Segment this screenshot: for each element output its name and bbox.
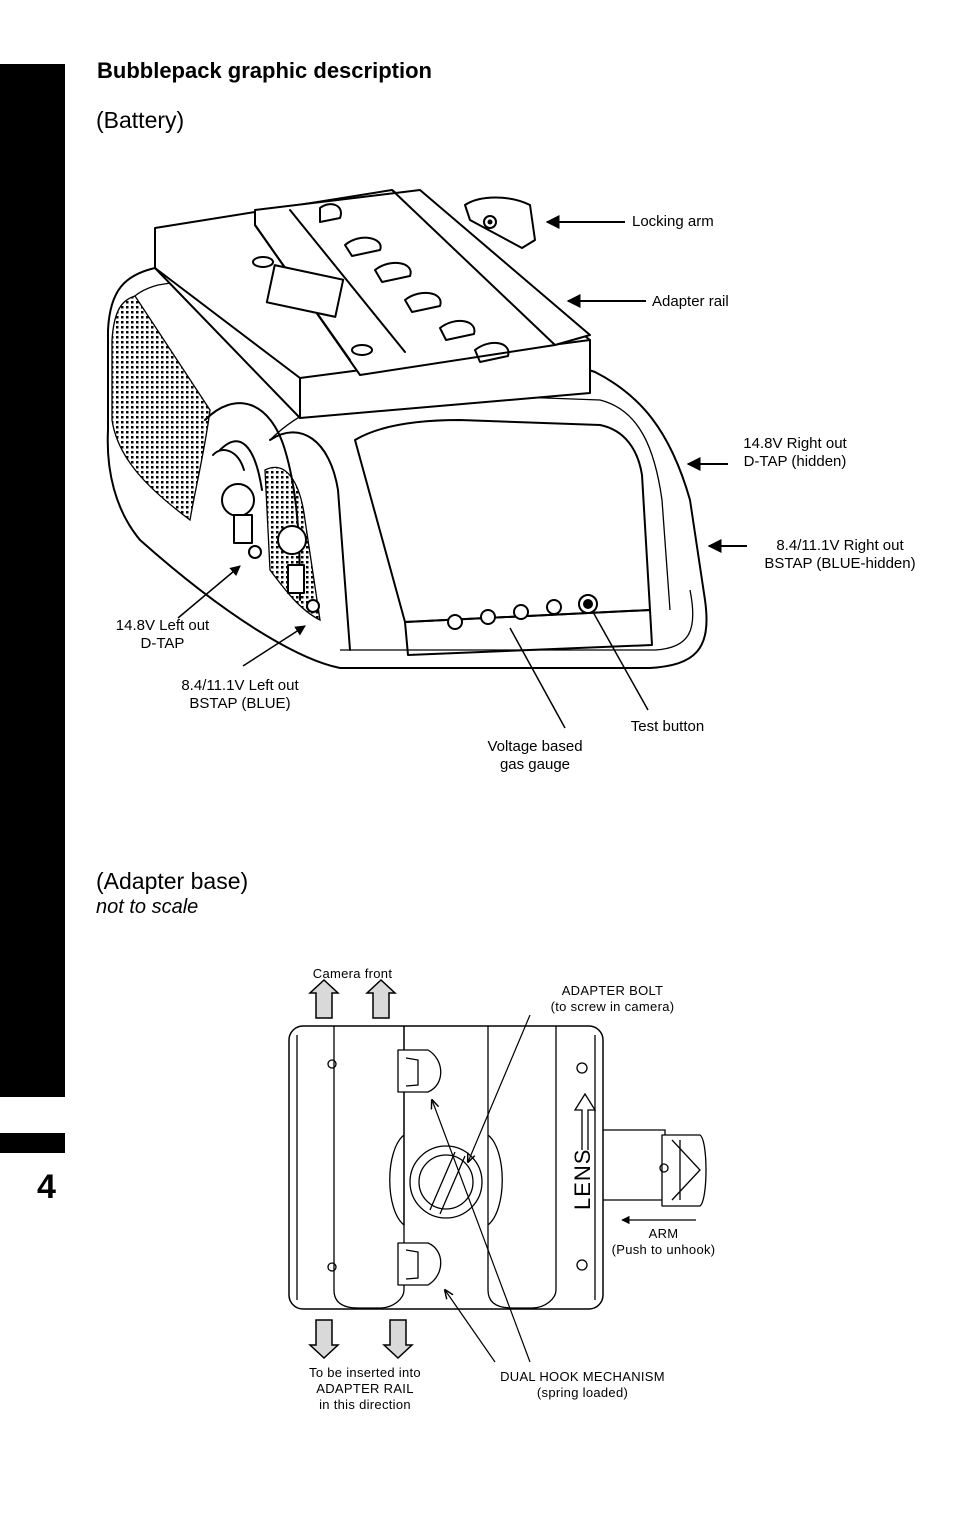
page-tab-marker [0,1133,65,1153]
adapter-subtitle: (Adapter base) [96,868,249,894]
scale-note: not to scale [96,896,199,918]
battery-subtitle: (Battery) [96,107,185,133]
test-button-label: Test button [630,718,705,735]
locking-arm-label: Locking arm [632,213,714,230]
adapter-bolt-label: ADAPTER BOLT(to screw in camera) [550,983,675,1014]
adapter-rail-label: Adapter rail [652,293,729,310]
dual-hook-label: DUAL HOOK MECHANISM(spring loaded) [500,1369,665,1400]
chapter-sidebar [0,64,65,1097]
page-number: 4 [37,1168,56,1206]
section-heading: Bubblepack graphic description [97,58,432,83]
arm-label: ARM(Push to unhook) [611,1226,716,1257]
lens-label: LENS [570,1148,595,1210]
camera-front-label: Camera front [312,966,393,981]
